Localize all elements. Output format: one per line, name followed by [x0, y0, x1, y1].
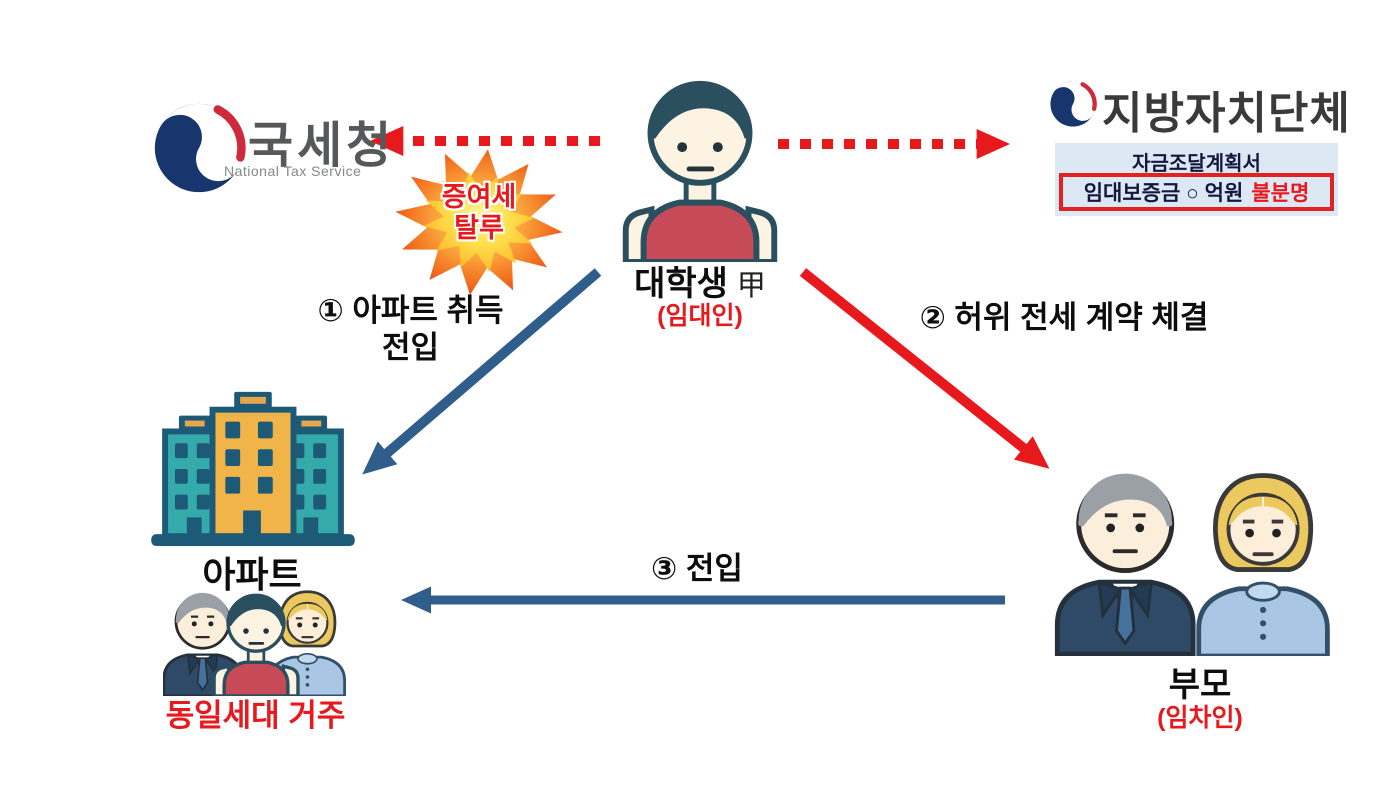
deposit-status: 불분명: [1251, 182, 1310, 205]
burst-text: 증여세 탈루: [393, 182, 565, 244]
apartment-label: 아파트: [202, 554, 302, 595]
student-hanja: 甲: [736, 270, 766, 302]
same-household-label: 동일세대 거주: [165, 698, 346, 733]
parents-label: 부모: [1168, 666, 1232, 704]
same-household-family-icon: [163, 590, 346, 696]
korea-government-emblem-icon: [152, 101, 246, 195]
step1-label: ① 아파트 취득 전입: [288, 292, 533, 366]
localgov-title: 지방자치단체: [1102, 89, 1351, 138]
nts-subtitle: National Tax Service: [224, 163, 362, 179]
funding-plan-title: 자금조달계획서: [1132, 153, 1261, 175]
parents-role: (임차인): [1157, 704, 1243, 732]
funding-plan-box: 자금조달계획서 임대보증금 ○ 억원 불분명: [1055, 143, 1338, 216]
funding-plan-deposit-row: 임대보증금 ○ 억원 불분명: [1059, 173, 1334, 211]
korea-government-emblem-icon: [1049, 80, 1097, 128]
student-role: (임대인): [657, 302, 743, 330]
parents-couple-icon: [1052, 460, 1340, 656]
apartment-building-icon: [148, 386, 358, 549]
step1-line2: 전입: [381, 330, 440, 365]
deposit-label: 임대보증금 ○ 억원: [1083, 182, 1244, 205]
gift-tax-evasion-burst: 증여세 탈루: [386, 138, 572, 306]
step3-label: ③ 전입: [651, 551, 743, 586]
student-name: 대학생: [634, 265, 728, 303]
student-person-icon: [612, 64, 788, 262]
step1-line1: ① 아파트 취득: [317, 293, 504, 328]
burst-line2: 탈루: [454, 213, 504, 243]
nts-title: 국세청: [248, 119, 396, 173]
burst-line1: 증여세: [441, 182, 517, 212]
step2-label: ② 허위 전세 계약 체결: [919, 300, 1209, 335]
